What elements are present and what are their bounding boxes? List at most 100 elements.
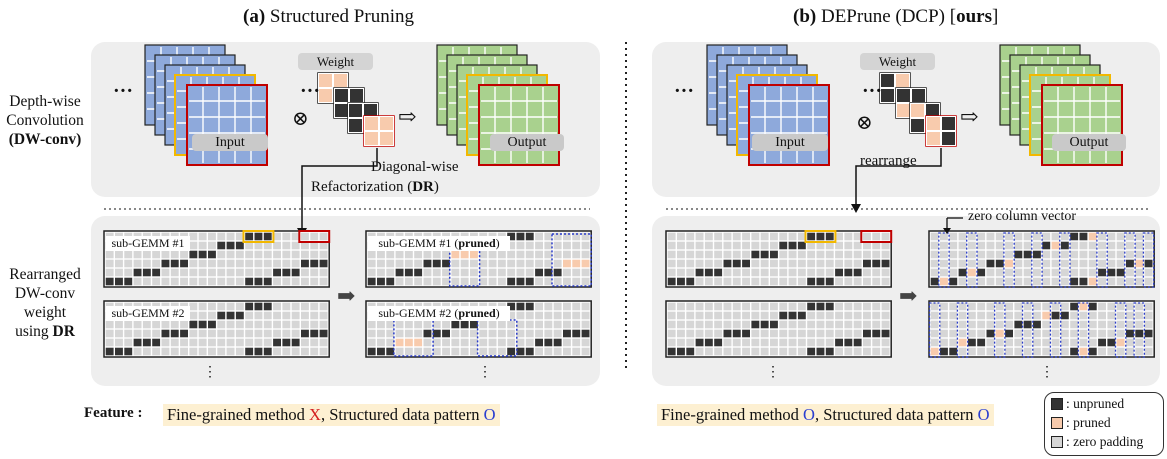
left-subgemm-2-cell (245, 311, 254, 320)
left-subgemm-2-cell (319, 338, 328, 347)
right-subgemm-1-cell (788, 259, 797, 268)
right-subgemm-1-cell (797, 277, 806, 286)
right-weight-kernel-cell (910, 103, 925, 118)
right-subgemm-2-pruned-cell (1070, 347, 1079, 356)
right-subgemm-2-cell (825, 338, 834, 347)
left-subgemm-1-cell (235, 277, 244, 286)
right-subgemm-1-pruned-cell (1088, 259, 1097, 268)
right-subgemm-1-pruned-cell (1042, 268, 1051, 277)
left-subgemm-2-cell (235, 329, 244, 338)
right-sub-arrow-icon: ➡ (899, 283, 918, 308)
left-subgemm-2-pruned-cell (553, 329, 562, 338)
left-subgemm-2-cell (263, 338, 272, 347)
right-subgemm-2-cell (686, 347, 695, 356)
left-subgemm-2-cell (198, 347, 207, 356)
right-subgemm-2-cell (807, 347, 816, 356)
left-subgemm-1-pruned-cell (442, 277, 450, 286)
right-subgemm-2-pruned-cell (977, 320, 986, 329)
right-subgemm-2-cell (770, 347, 778, 356)
left-subgemm-2-pruned-cell (367, 347, 376, 356)
left-subgemm-1-cell (273, 277, 281, 286)
left-subgemm-2-cell (152, 320, 161, 329)
right-subgemm-2-pruned-cell (940, 338, 948, 347)
right-subgemm-1-cell (807, 268, 816, 277)
left-subgemm-2-cell (235, 347, 244, 356)
right-subgemm-1-cell (686, 241, 695, 250)
left-subgemm-1-cell (235, 259, 244, 268)
left-subgemm-2-cell (319, 302, 328, 311)
left-weight-kernel-cell (349, 88, 364, 103)
right-subgemm-1-pruned-cell (940, 277, 948, 286)
right-subgemm-1-red-highlight (860, 230, 893, 243)
right-subgemm-1-pruned-cell (1116, 250, 1125, 259)
sub-gemm-2-pruned-label: sub-GEMM #2 (pruned) (368, 306, 510, 321)
left-subgemm-1-cell (133, 250, 142, 259)
left-subgemm-1-cell (105, 277, 114, 286)
right-subgemm-2-pruned-cell (1033, 329, 1041, 338)
left-weight-ellipsis: ··· (300, 80, 321, 102)
right-subgemm-2-cell (732, 302, 741, 311)
right-subgemm-1-pruned-cell (1126, 259, 1134, 268)
left-subgemm-2-pruned-cell (451, 329, 460, 338)
right-subgemm-1-pruned-cell (977, 277, 986, 286)
right-subgemm-1-cell (816, 259, 825, 268)
left-subgemm-2-pruned-cell (479, 347, 488, 356)
right-subgemm-1-pruned-cell (1098, 250, 1106, 259)
right-subgemm-1-pruned-cell (1060, 232, 1069, 241)
left-subgemm-1-cell (263, 259, 272, 268)
left-subgemm-2-pruned-cell (507, 320, 516, 329)
left-subgemm-1-cell (152, 259, 161, 268)
right-subgemm-2-cell (881, 338, 890, 347)
right-subgemm-1-cell (760, 241, 769, 250)
right-subgemm-1-pruned-cell (967, 232, 976, 241)
right-subgemm-2-pruned-cell (1144, 329, 1153, 338)
right-subgemm-2-pruned-cell (1107, 338, 1116, 347)
right-subgemm-2-cell (816, 302, 825, 311)
right-subgemm-1-cell (844, 268, 853, 277)
right-subgemm-1-pruned-cell (1023, 241, 1032, 250)
left-subgemm-2-cell (319, 311, 328, 320)
right-subgemm-2-pruned-cell (967, 329, 976, 338)
right-subgemm-1-cell (825, 277, 834, 286)
right-subgemm-1-cell (714, 277, 723, 286)
left-subgemm-2-cell (263, 329, 272, 338)
left-title-main: Structured Pruning (269, 6, 414, 27)
right-subgemm-1-cell (723, 277, 732, 286)
right-subgemm-1-pruned-cell (1023, 268, 1032, 277)
right-subgemm-2-pruned-cell (930, 347, 939, 356)
left-subgemm-1-cell (301, 268, 309, 277)
right-subgemm-2-pruned-cell (986, 329, 995, 338)
right-subgemm-2-cell (770, 320, 778, 329)
right-weight-kernel-cell (911, 88, 926, 103)
left-subgemm-1-pruned-cell (516, 268, 525, 277)
left-subgemm-1-pruned-cell (414, 277, 423, 286)
left-subgemm-2-cell (208, 302, 216, 311)
right-subgemm-2-pruned-cell (1042, 302, 1051, 311)
right-weight-kernel-cell (880, 73, 895, 88)
left-weight-kernel-cell (348, 103, 363, 118)
right-subgemm-2-cell (881, 311, 890, 320)
left-subgemm-1-cell (105, 268, 114, 277)
left-subgemm-1-cell (208, 259, 216, 268)
right-subgemm-2-cell (714, 338, 723, 347)
left-subgemm-1-pruned-cell (377, 250, 385, 259)
right-subgemm-1 (665, 230, 892, 288)
right-title: (b) DEPrune (DCP) [ours] (793, 6, 998, 28)
left-subgemm-1-cell (273, 259, 281, 268)
left-subgemm-1-cell (245, 277, 254, 286)
right-subgemm-2-pruned-cell (1060, 302, 1069, 311)
left-subgemm-2-cell (124, 320, 133, 329)
right-subgemm-2-cell (807, 302, 816, 311)
left-subgemm-2-cell (245, 320, 254, 329)
left-subgemm-1-pruned-cell (460, 277, 469, 286)
left-subgemm-1-pruned-cell (479, 268, 488, 277)
refactor-label-line1: Diagonal-wise (371, 159, 459, 175)
left-subgemm-1-cell (208, 277, 216, 286)
right-subgemm-1-cell (770, 232, 778, 241)
right-subgemm-1-cell (723, 232, 732, 241)
left-subgemm-1-cell (189, 259, 198, 268)
left-subgemm-1-pruned-cell (581, 241, 590, 250)
right-subgemm-2-cell (770, 338, 778, 347)
right-subgemm-2-cell (853, 338, 862, 347)
left-subgemm-1-cell (133, 268, 142, 277)
